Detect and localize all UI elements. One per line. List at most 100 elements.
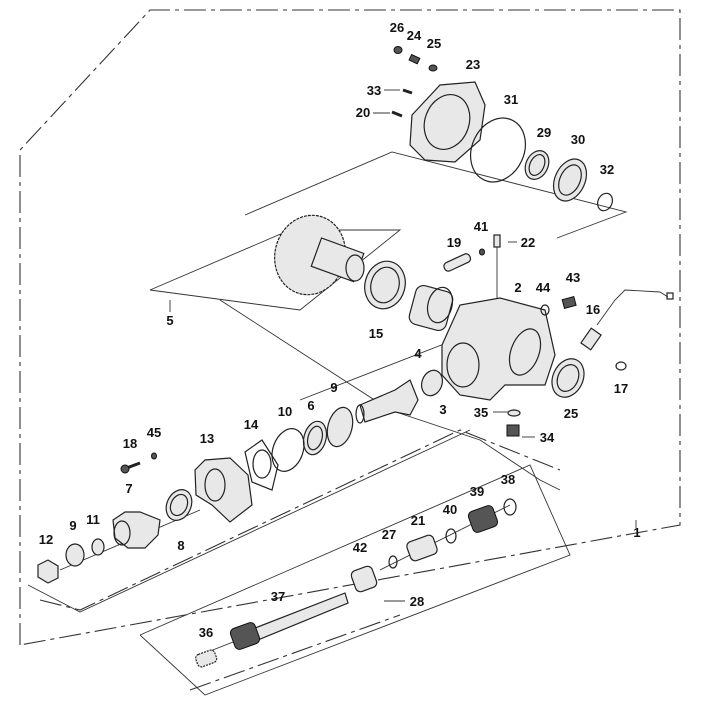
callout: 19 [447, 235, 461, 250]
callout: 20 [356, 105, 370, 120]
callout: 4 [414, 346, 422, 361]
pin-19-part [443, 253, 472, 272]
callout: 11 [86, 512, 100, 527]
bearing-housing-13-part [194, 457, 253, 523]
spring-36-part [195, 649, 218, 668]
callout: 35 [474, 405, 488, 420]
callout: 25 [564, 406, 578, 421]
ring-44-part [540, 304, 550, 316]
ring-32-part [597, 192, 613, 212]
callout: 33 [367, 83, 381, 98]
assembly-frame [19, 9, 681, 646]
callout: 18 [123, 436, 137, 451]
nut-part [428, 64, 438, 72]
callout: 30 [571, 132, 585, 147]
drain-plug-part [393, 46, 403, 54]
bolt-33-part [402, 88, 413, 95]
callout: 15 [369, 326, 383, 341]
callout: 9 [69, 518, 76, 533]
stud-part [408, 53, 421, 65]
callout: 6 [307, 398, 314, 413]
group-frame-gear [149, 229, 402, 311]
callout: 42 [353, 540, 367, 555]
callout: 26 [390, 20, 404, 35]
bolt-18-part [120, 461, 141, 474]
o-ring-17-part [615, 361, 627, 371]
needle-bearing-4-part [408, 284, 454, 332]
callout: 1 [633, 525, 640, 540]
shaft-37-part [229, 592, 349, 650]
coupler-21-part [406, 534, 438, 562]
washer-35-part [507, 409, 521, 417]
o-ring-10-part [271, 428, 305, 472]
callout: 13 [200, 431, 214, 446]
collar-42-part [350, 565, 378, 593]
callout: 31 [504, 92, 518, 107]
callout: 40 [443, 502, 457, 517]
callout: 23 [466, 57, 480, 72]
callout: 7 [125, 481, 132, 496]
seal-25-part [551, 358, 585, 398]
bolt-20-part [391, 110, 403, 118]
callout: 12 [39, 532, 53, 547]
group-frame-front [39, 429, 561, 611]
group-frame-shaft [139, 464, 571, 696]
callout: 21 [411, 513, 425, 528]
group-frame-cover [244, 151, 628, 239]
callout: 28 [410, 594, 424, 609]
seal-8-part [165, 489, 193, 521]
callout: 29 [537, 125, 551, 140]
seal-29-part [524, 150, 550, 180]
callout: 14 [244, 417, 259, 432]
nut-12-part [37, 559, 59, 584]
rear-cover-part [409, 81, 486, 163]
o-ring-31-part [470, 117, 526, 183]
group-frame-shaft-dash [189, 614, 401, 691]
pinion-gear-part [355, 379, 419, 424]
washer-11-part [91, 538, 105, 556]
group-frame-front-line [27, 429, 471, 613]
callout: 27 [382, 527, 396, 542]
callout: 41 [474, 219, 488, 234]
callout: 10 [278, 404, 292, 419]
callout: 9 [330, 380, 337, 395]
bearing-9-part [326, 406, 354, 448]
bearing-30-part [552, 158, 588, 202]
gasket-14-part [244, 439, 279, 491]
callout: 45 [147, 425, 161, 440]
flange-7-part [112, 511, 161, 549]
ring-gear-part [274, 214, 365, 296]
ring-38-part [503, 498, 517, 516]
callout: 3 [439, 402, 446, 417]
callout: 32 [600, 162, 614, 177]
washer-41-part [479, 248, 485, 256]
callout: 39 [470, 484, 484, 499]
bearing-3-part [421, 369, 443, 397]
bearing-race-15-part [364, 260, 406, 310]
callout: 17 [614, 381, 628, 396]
callout: 36 [199, 625, 213, 640]
sleeve-39-part [467, 505, 499, 533]
sensor-16-part [580, 289, 674, 351]
seal-6-part [302, 420, 328, 456]
callout: 37 [271, 589, 285, 604]
housing-part [441, 297, 556, 401]
callout: 16 [586, 302, 600, 317]
spacer-9-part [65, 543, 85, 567]
ring-40-part [445, 528, 457, 544]
callout: 38 [501, 472, 515, 487]
callout: 25 [427, 36, 441, 51]
callout: 44 [536, 280, 551, 295]
callout: 22 [521, 235, 535, 250]
callout: 8 [177, 538, 184, 553]
drain-plug-34-part [506, 424, 520, 437]
callout: 34 [540, 430, 555, 445]
callout: 5 [166, 313, 173, 328]
callout: 2 [514, 280, 521, 295]
group-frame-pinion [219, 299, 561, 491]
callout: 24 [407, 28, 422, 43]
plug-43-part [561, 295, 577, 309]
pin-45-part [151, 452, 157, 460]
